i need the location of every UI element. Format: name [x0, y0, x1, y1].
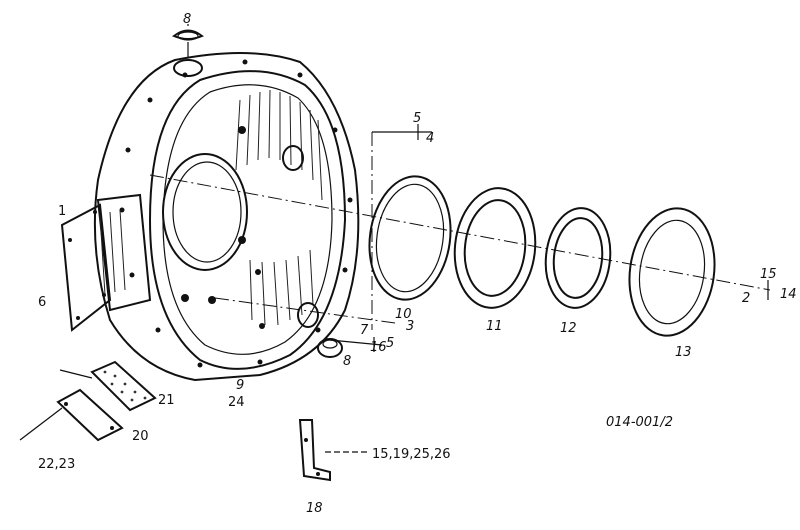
- label-8-bottom: 8: [343, 354, 351, 369]
- label-16: 16: [370, 340, 387, 355]
- label-24: 24: [228, 395, 245, 410]
- leader-lines: [149, 24, 771, 453]
- label-1: 1: [58, 204, 66, 219]
- label-18: 18: [306, 501, 323, 516]
- label-22-23: 22,23: [38, 457, 75, 472]
- label-5-top: 5: [413, 111, 421, 126]
- label-15: 15: [760, 267, 777, 282]
- label-21: 21: [158, 393, 175, 408]
- label-3: 3: [406, 319, 414, 334]
- label-4: 4: [426, 131, 434, 146]
- part-labels: 8 1 6 5 4 7 3 5 16 8 9 24 10 11 12 13 2 …: [38, 12, 797, 516]
- drain-plug: [317, 338, 343, 358]
- bracket: [298, 419, 331, 482]
- label-2: 2: [742, 291, 750, 306]
- label-6: 6: [38, 295, 46, 310]
- label-10: 10: [395, 307, 412, 322]
- label-5-bottom: 5: [386, 336, 394, 351]
- side-cover: [60, 193, 152, 332]
- label-8-top: 8: [183, 12, 191, 27]
- inspection-plates: [19, 360, 157, 442]
- label-7: 7: [360, 323, 369, 338]
- drawing-code: 014-001/2: [606, 415, 673, 430]
- label-11: 11: [486, 319, 503, 334]
- label-13: 13: [675, 345, 692, 360]
- label-14: 14: [780, 287, 797, 302]
- flange-bolt-holes: [119, 59, 353, 368]
- interior-ribs: [235, 89, 323, 326]
- ring-13: [628, 207, 716, 337]
- label-12: 12: [560, 321, 577, 336]
- ring-12: [544, 207, 612, 309]
- bell-housing: [93, 52, 360, 382]
- top-cap: [172, 29, 204, 58]
- label-9: 9: [236, 378, 244, 393]
- ring-11: [453, 187, 537, 309]
- ring-10: [368, 175, 452, 301]
- label-15-19-25-26: 15,19,25,26: [372, 447, 451, 462]
- label-20: 20: [132, 429, 149, 444]
